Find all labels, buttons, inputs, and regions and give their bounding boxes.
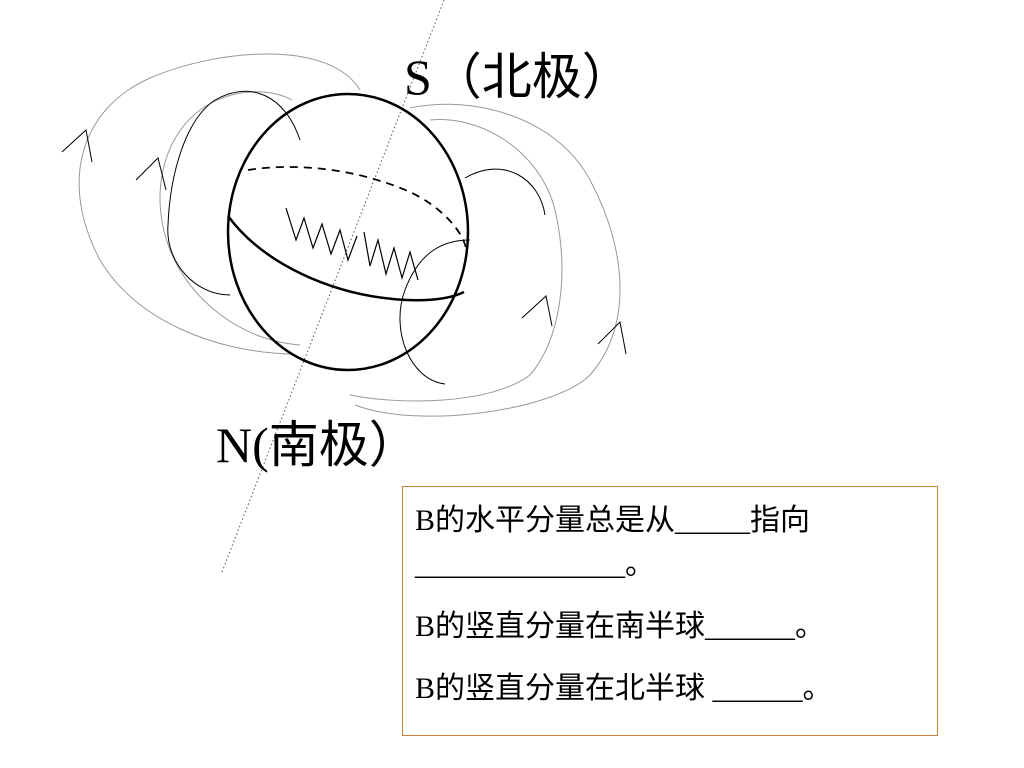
question-horizontal-component: B的水平分量总是从_____指向______________。 [415,504,811,581]
equator-front [226,215,465,302]
field-line-middle-right [349,119,563,402]
field-arrow-right-1 [521,295,553,327]
question-vertical-northern: B的竖直分量在北半球 ______。 [415,672,833,705]
internal-magnet-zigzag [285,207,419,281]
north-pole-label: N(南极） [216,417,419,473]
field-line-outer-left [78,53,361,355]
field-line-middle-left [159,91,301,346]
field-line-outer-right [354,103,621,417]
field-arrow-left-1 [61,129,93,163]
question-box: B的水平分量总是从_____指向______________。 B的竖直分量在南… [402,486,938,736]
field-line-inner-left [167,90,301,296]
earth-globe [226,92,470,372]
field-arrow-right-2 [597,320,627,355]
field-arrow-left-2 [135,157,167,191]
question-vertical-southern: B的竖直分量在南半球______。 [415,610,826,643]
field-line-inner-right [399,168,546,385]
south-pole-label: S（北极） [404,49,632,105]
equator-back [247,166,467,249]
